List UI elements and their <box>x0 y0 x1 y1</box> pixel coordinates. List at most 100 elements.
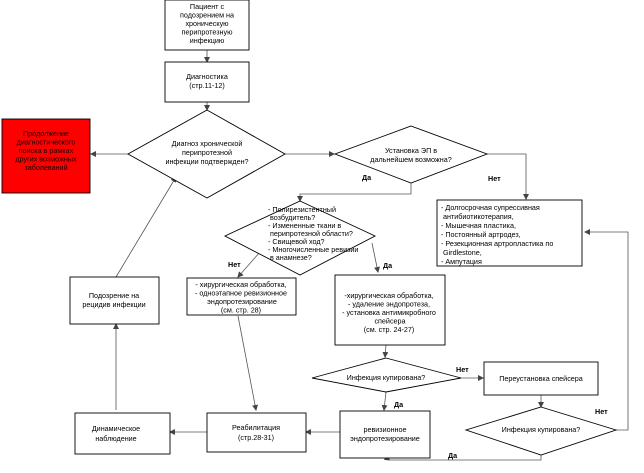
edge-labels: Да Нет Нет Да Да Нет Нет Да <box>228 173 608 460</box>
text-line: (стр.11-12) <box>189 81 225 90</box>
box-salvage <box>436 199 583 267</box>
text-line: подозрением на <box>180 11 234 20</box>
text-line: (см. стр. 24-27) <box>364 325 415 334</box>
label-yes-confirmed: Да <box>362 173 372 182</box>
text-line: - Долгосрочная супрессивная <box>441 203 540 212</box>
label-no-cured2: Нет <box>595 407 608 416</box>
box-diagnostics <box>164 61 250 103</box>
box-two-stage <box>334 274 446 346</box>
text-line: поиска в рамках <box>19 146 74 155</box>
text-line: других возможных <box>15 155 77 164</box>
text-line: эндопротезирование <box>205 297 277 306</box>
label-no-reimplant: Нет <box>488 174 501 183</box>
text-line: заболеваний <box>24 163 67 172</box>
text-line: - Мышечная пластика, <box>441 221 516 230</box>
text-line: рецидив инфекции <box>82 300 145 309</box>
text-line: Переустановка спейсера <box>499 374 583 383</box>
diamond-cured1 <box>311 357 462 393</box>
text-line: Инфекция купирована? <box>347 373 426 382</box>
edge-twostage-cured1 <box>382 344 389 358</box>
diagnostics-text: Диагностика(стр.11-12) <box>186 72 228 90</box>
text-line: - Многочисленные ревизии <box>268 245 358 254</box>
diamond-cured2 <box>464 406 618 456</box>
text-line: диагностического <box>17 138 76 147</box>
text-line: Диагностика <box>186 72 228 81</box>
edge-suspect-confirmed <box>115 176 177 278</box>
edge-onestage-rehab <box>237 315 259 411</box>
box-suspect-recurrence <box>69 276 160 325</box>
text-line: - Измененные ткани в <box>268 221 341 230</box>
text-line: Установка ЭП в <box>385 146 437 155</box>
edge-risk-no <box>237 251 261 278</box>
box-rehab <box>206 412 307 453</box>
text-line: Подозрение на <box>89 291 139 300</box>
text-line: - Полирезистентный <box>268 205 336 214</box>
text-line: - хирургическая обработка, <box>195 280 286 289</box>
rehab-text: Реабилитация(стр.28-31) <box>232 423 280 442</box>
text-line: инфекцию <box>190 36 225 45</box>
text-line: Диагноз хронической <box>172 139 243 148</box>
edge-reimplant-yes <box>297 183 412 202</box>
edge-risk-yes <box>371 242 380 273</box>
text-line: инфекции подтвержден? <box>165 157 248 166</box>
text-line: дальнейшем возможна? <box>370 155 451 164</box>
text-line: Инфекция купирована? <box>502 425 581 434</box>
label-no-cured1: Нет <box>456 365 469 374</box>
text-line: - Постоянный артродез, <box>441 230 521 239</box>
text-line: -хирургическая обработка, <box>344 291 433 300</box>
text-line: хроническую <box>185 19 229 28</box>
text-line: - Свищевой ход? <box>268 237 325 246</box>
text-line: (см. стр. 28) <box>221 306 261 315</box>
text-line: спейсера <box>372 317 405 326</box>
text-line: Динамическое <box>92 424 140 433</box>
box-one-stage <box>186 277 297 316</box>
shapes <box>1 0 618 459</box>
text-line: перипротезную <box>182 28 234 37</box>
edge-reimplant-no <box>487 153 529 200</box>
two-stage-text: -хирургическая обработка,- удаление эндо… <box>342 291 436 334</box>
diamond-risk <box>223 200 377 276</box>
label-yes-cured2: Да <box>448 451 458 460</box>
text-line: ревизионное <box>363 425 406 434</box>
edge-cured1-yes <box>381 391 388 411</box>
diamond-confirmed <box>127 109 286 199</box>
text-line: перипротезной области? <box>268 229 353 238</box>
text-line: Реабилитация <box>232 423 280 432</box>
text-line: - установка антимикробного <box>342 308 436 317</box>
salvage-text: - Долгосрочная супрессивная антибиотикот… <box>441 203 553 266</box>
text-line: - Ампутация <box>441 257 482 266</box>
one-stage-text: - хирургическая обработка,- одноэтапное … <box>195 280 287 315</box>
text-line: - удаление эндопротеза, <box>348 300 430 309</box>
box-spacer-reinstall <box>483 361 599 396</box>
text-line: в анамнезе? <box>268 253 312 262</box>
box-start <box>164 0 250 51</box>
cured1-text: Инфекция купирована? <box>347 373 426 382</box>
edge-cured2-no <box>584 229 629 431</box>
text-line: Продолжение <box>23 129 69 138</box>
text-line: Girdlestone, <box>441 248 482 257</box>
text-line: - Резекционная артропластика по <box>441 239 553 248</box>
label-yes-risk: Да <box>383 261 393 270</box>
text-line: возбудитель? <box>268 213 315 222</box>
text-line: наблюдение <box>95 434 136 443</box>
risk-text: - Полирезистентный возбудитель?- Изменен… <box>268 205 358 262</box>
text-line: Пациент с <box>190 2 225 11</box>
cured2-text: Инфекция купирована? <box>502 425 581 434</box>
label-yes-cured1: Да <box>394 400 404 409</box>
box-revision <box>339 410 431 459</box>
text-line: - одноэтапное ревизионное <box>195 289 287 298</box>
box-follow-up <box>74 412 171 455</box>
text-line: перипротезной <box>182 148 232 157</box>
text-line: (стр.28-31) <box>238 433 274 442</box>
spacer-text: Переустановка спейсера <box>499 374 583 383</box>
text-line: антибиотикотерапия, <box>441 212 514 221</box>
